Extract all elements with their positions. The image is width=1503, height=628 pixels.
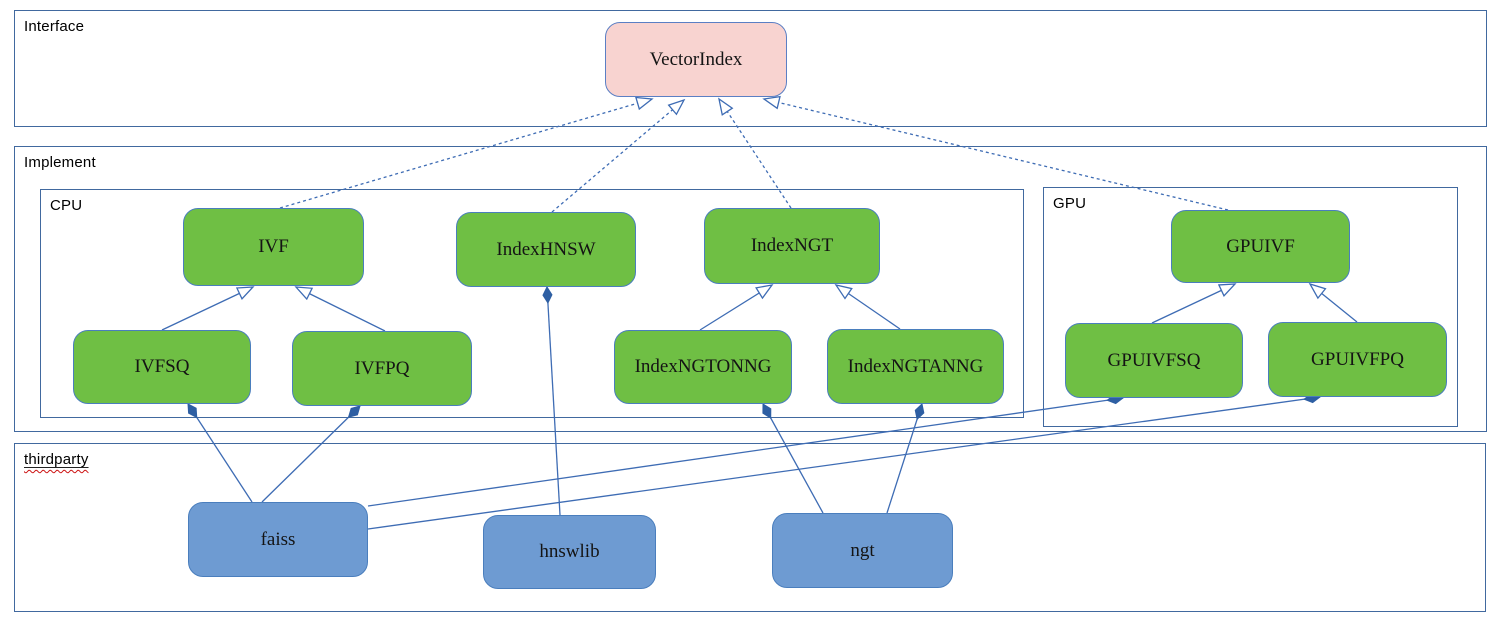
node-indexngtanng-label: IndexNGTANNG (847, 355, 984, 377)
node-ivfsq-label: IVFSQ (134, 356, 190, 377)
thirdparty-label-text: thirdparty (24, 451, 89, 468)
node-indexngtonng-label: IndexNGTONNG (634, 356, 772, 377)
node-gpuivfsq-label: GPUIVFSQ (1107, 349, 1201, 371)
edge-ngt-indexngtonng (763, 404, 824, 514)
edge-indexhnsw-vectorindex (551, 98, 686, 213)
interface-container[interactable]: Interface (14, 10, 1487, 127)
edge-indexngtonng-indexngt (699, 284, 774, 331)
edge-faiss-ivfpq (261, 406, 360, 503)
node-ngt-label: ngt (850, 539, 875, 561)
node-gpuivfpq-label: GPUIVFPQ (1311, 348, 1404, 370)
node-faiss-label: faiss (260, 528, 296, 550)
node-indexngtanng[interactable]: IndexNGTANNG (827, 329, 1004, 404)
node-gpuivfsq[interactable]: GPUIVFSQ (1065, 323, 1243, 398)
edge-faiss-gpuivfpq (367, 397, 1320, 530)
edge-ivf-vectorindex (279, 96, 654, 209)
edge-ivfpq-ivf (294, 286, 386, 332)
thirdparty-label: thirdparty (24, 451, 89, 468)
node-ngt[interactable]: ngt (772, 513, 953, 588)
edge-ivfsq-ivf (161, 286, 255, 331)
node-indexngt[interactable]: IndexNGT (704, 208, 880, 284)
cpu-label: CPU (50, 197, 83, 214)
thirdparty-container[interactable]: thirdparty (14, 443, 1486, 612)
edge-ngt-indexngtanng (886, 404, 922, 514)
node-ivfpq-label: IVFPQ (354, 357, 410, 379)
node-indexhnsw-label: IndexHNSW (496, 238, 596, 260)
node-vectorindex[interactable]: VectorIndex (605, 22, 787, 97)
node-indexhnsw[interactable]: IndexHNSW (456, 212, 636, 287)
edge-gpuivf-vectorindex (762, 95, 1229, 211)
edge-gpuivfsq-gpuivf (1151, 283, 1237, 324)
node-faiss[interactable]: faiss (188, 502, 368, 577)
gpu-container[interactable]: GPU (1043, 187, 1458, 427)
cpu-container[interactable]: CPU (40, 189, 1024, 418)
edge-indexngt-vectorindex (718, 97, 792, 209)
edge-faiss-gpuivfsq (367, 398, 1123, 507)
node-hnswlib-label: hnswlib (539, 541, 600, 562)
gpu-label: GPU (1053, 195, 1087, 212)
implement-label: Implement (24, 154, 96, 171)
node-indexngtonng[interactable]: IndexNGTONNG (614, 330, 792, 404)
node-vectorindex-label: VectorIndex (649, 48, 743, 70)
node-hnswlib[interactable]: hnswlib (483, 515, 656, 589)
node-gpuivfpq[interactable]: GPUIVFPQ (1268, 322, 1447, 397)
edge-faiss-ivfsq (188, 404, 253, 503)
node-indexngt-label: IndexNGT (750, 235, 834, 256)
node-ivfsq[interactable]: IVFSQ (73, 330, 251, 404)
interface-label: Interface (24, 18, 85, 35)
node-gpuivf[interactable]: GPUIVF (1171, 210, 1350, 283)
edge-gpuivfpq-gpuivf (1308, 282, 1358, 323)
edge-hnswlib-indexhnsw (547, 287, 561, 516)
node-gpuivf-label: GPUIVF (1226, 235, 1295, 257)
edge-indexngtanng-indexngt (834, 284, 901, 330)
node-ivf[interactable]: IVF (183, 208, 364, 286)
node-ivfpq[interactable]: IVFPQ (292, 331, 472, 406)
node-ivf-label: IVF (258, 236, 289, 257)
